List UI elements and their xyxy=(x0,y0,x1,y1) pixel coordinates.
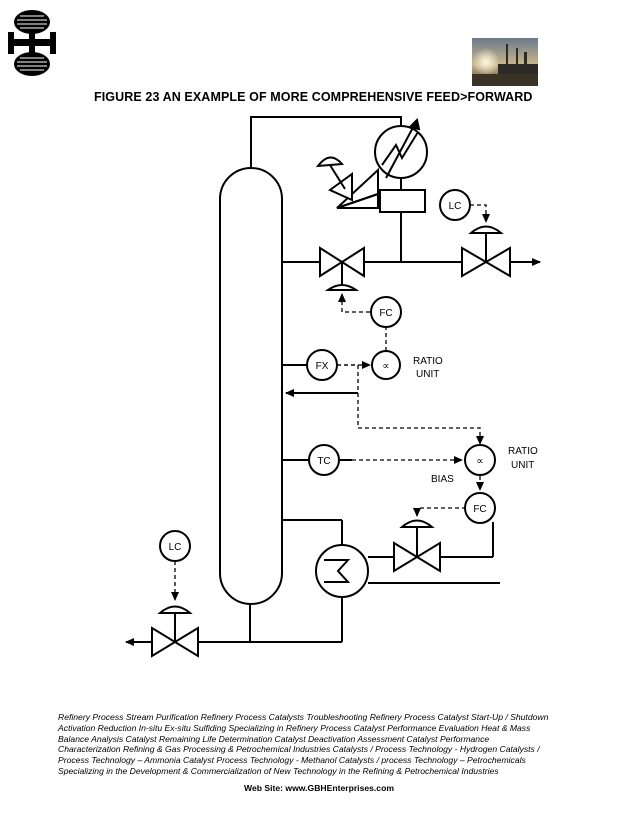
lc-top-label: LC xyxy=(449,201,462,212)
distillate-valve xyxy=(461,225,511,278)
company-logo xyxy=(8,10,56,76)
bottoms-valve xyxy=(151,605,199,658)
ratio-bottom-text-1: RATIO xyxy=(508,446,538,457)
ratio-top-symbol: ∝ xyxy=(382,361,389,372)
footer-line: Activation Reduction In-situ Ex-situ Sul… xyxy=(58,722,531,733)
reflux-valve xyxy=(319,246,365,291)
fc-bottom-label: FC xyxy=(473,504,486,515)
overhead-line xyxy=(250,116,402,168)
temperature-controller xyxy=(308,444,340,476)
footer-line: Balance Analysis Catalyst Remaining Life… xyxy=(58,733,490,744)
flow-transmitter xyxy=(306,349,338,381)
condenser xyxy=(374,118,428,179)
distillation-column xyxy=(219,167,283,605)
level-controller-top xyxy=(439,189,471,221)
ratio-bottom-symbol: ∝ xyxy=(476,456,483,467)
reflux-drum xyxy=(379,189,426,213)
fx-label: FX xyxy=(316,361,329,372)
footer-line: Process Technology – Ammonia Catalyst Pr… xyxy=(58,755,526,766)
ratio-top-text-2: UNIT xyxy=(416,369,439,380)
flow-controller-top xyxy=(370,296,402,328)
condenser-valve xyxy=(315,156,379,209)
ratio-unit-top xyxy=(371,350,401,380)
ratio-unit-bottom xyxy=(464,444,496,476)
footer-line: Characterization Refining & Gas Processi… xyxy=(58,744,540,755)
ratio-bottom-text-2: UNIT xyxy=(511,460,534,471)
bias-label: BIAS xyxy=(431,474,454,485)
refinery-photo xyxy=(472,38,538,86)
figure-title: FIGURE 23 AN EXAMPLE OF MORE COMPREHENSI… xyxy=(94,90,533,104)
reboiler xyxy=(315,544,369,598)
footer-line: Refinery Process Stream Purification Ref… xyxy=(58,712,549,722)
steam-valve xyxy=(393,519,441,573)
ratio-top-text-1: RATIO xyxy=(413,356,443,367)
flow-controller-bottom xyxy=(464,492,496,524)
website-link[interactable]: Web Site: www.GBHEnterprises.com xyxy=(244,783,394,793)
footer-line: Specializing in the Development & Commer… xyxy=(58,765,499,776)
footer-text: Refinery Process Stream Purification Ref… xyxy=(58,712,588,777)
level-controller-bottom xyxy=(159,530,191,562)
process-diagram: LC FC ∝ FX TC ∝ FC LC RATIO UNIT RATIO U… xyxy=(125,116,541,658)
fc-top-label: FC xyxy=(379,308,392,319)
tc-label: TC xyxy=(317,456,330,467)
lc-bottom-label: LC xyxy=(169,542,182,553)
